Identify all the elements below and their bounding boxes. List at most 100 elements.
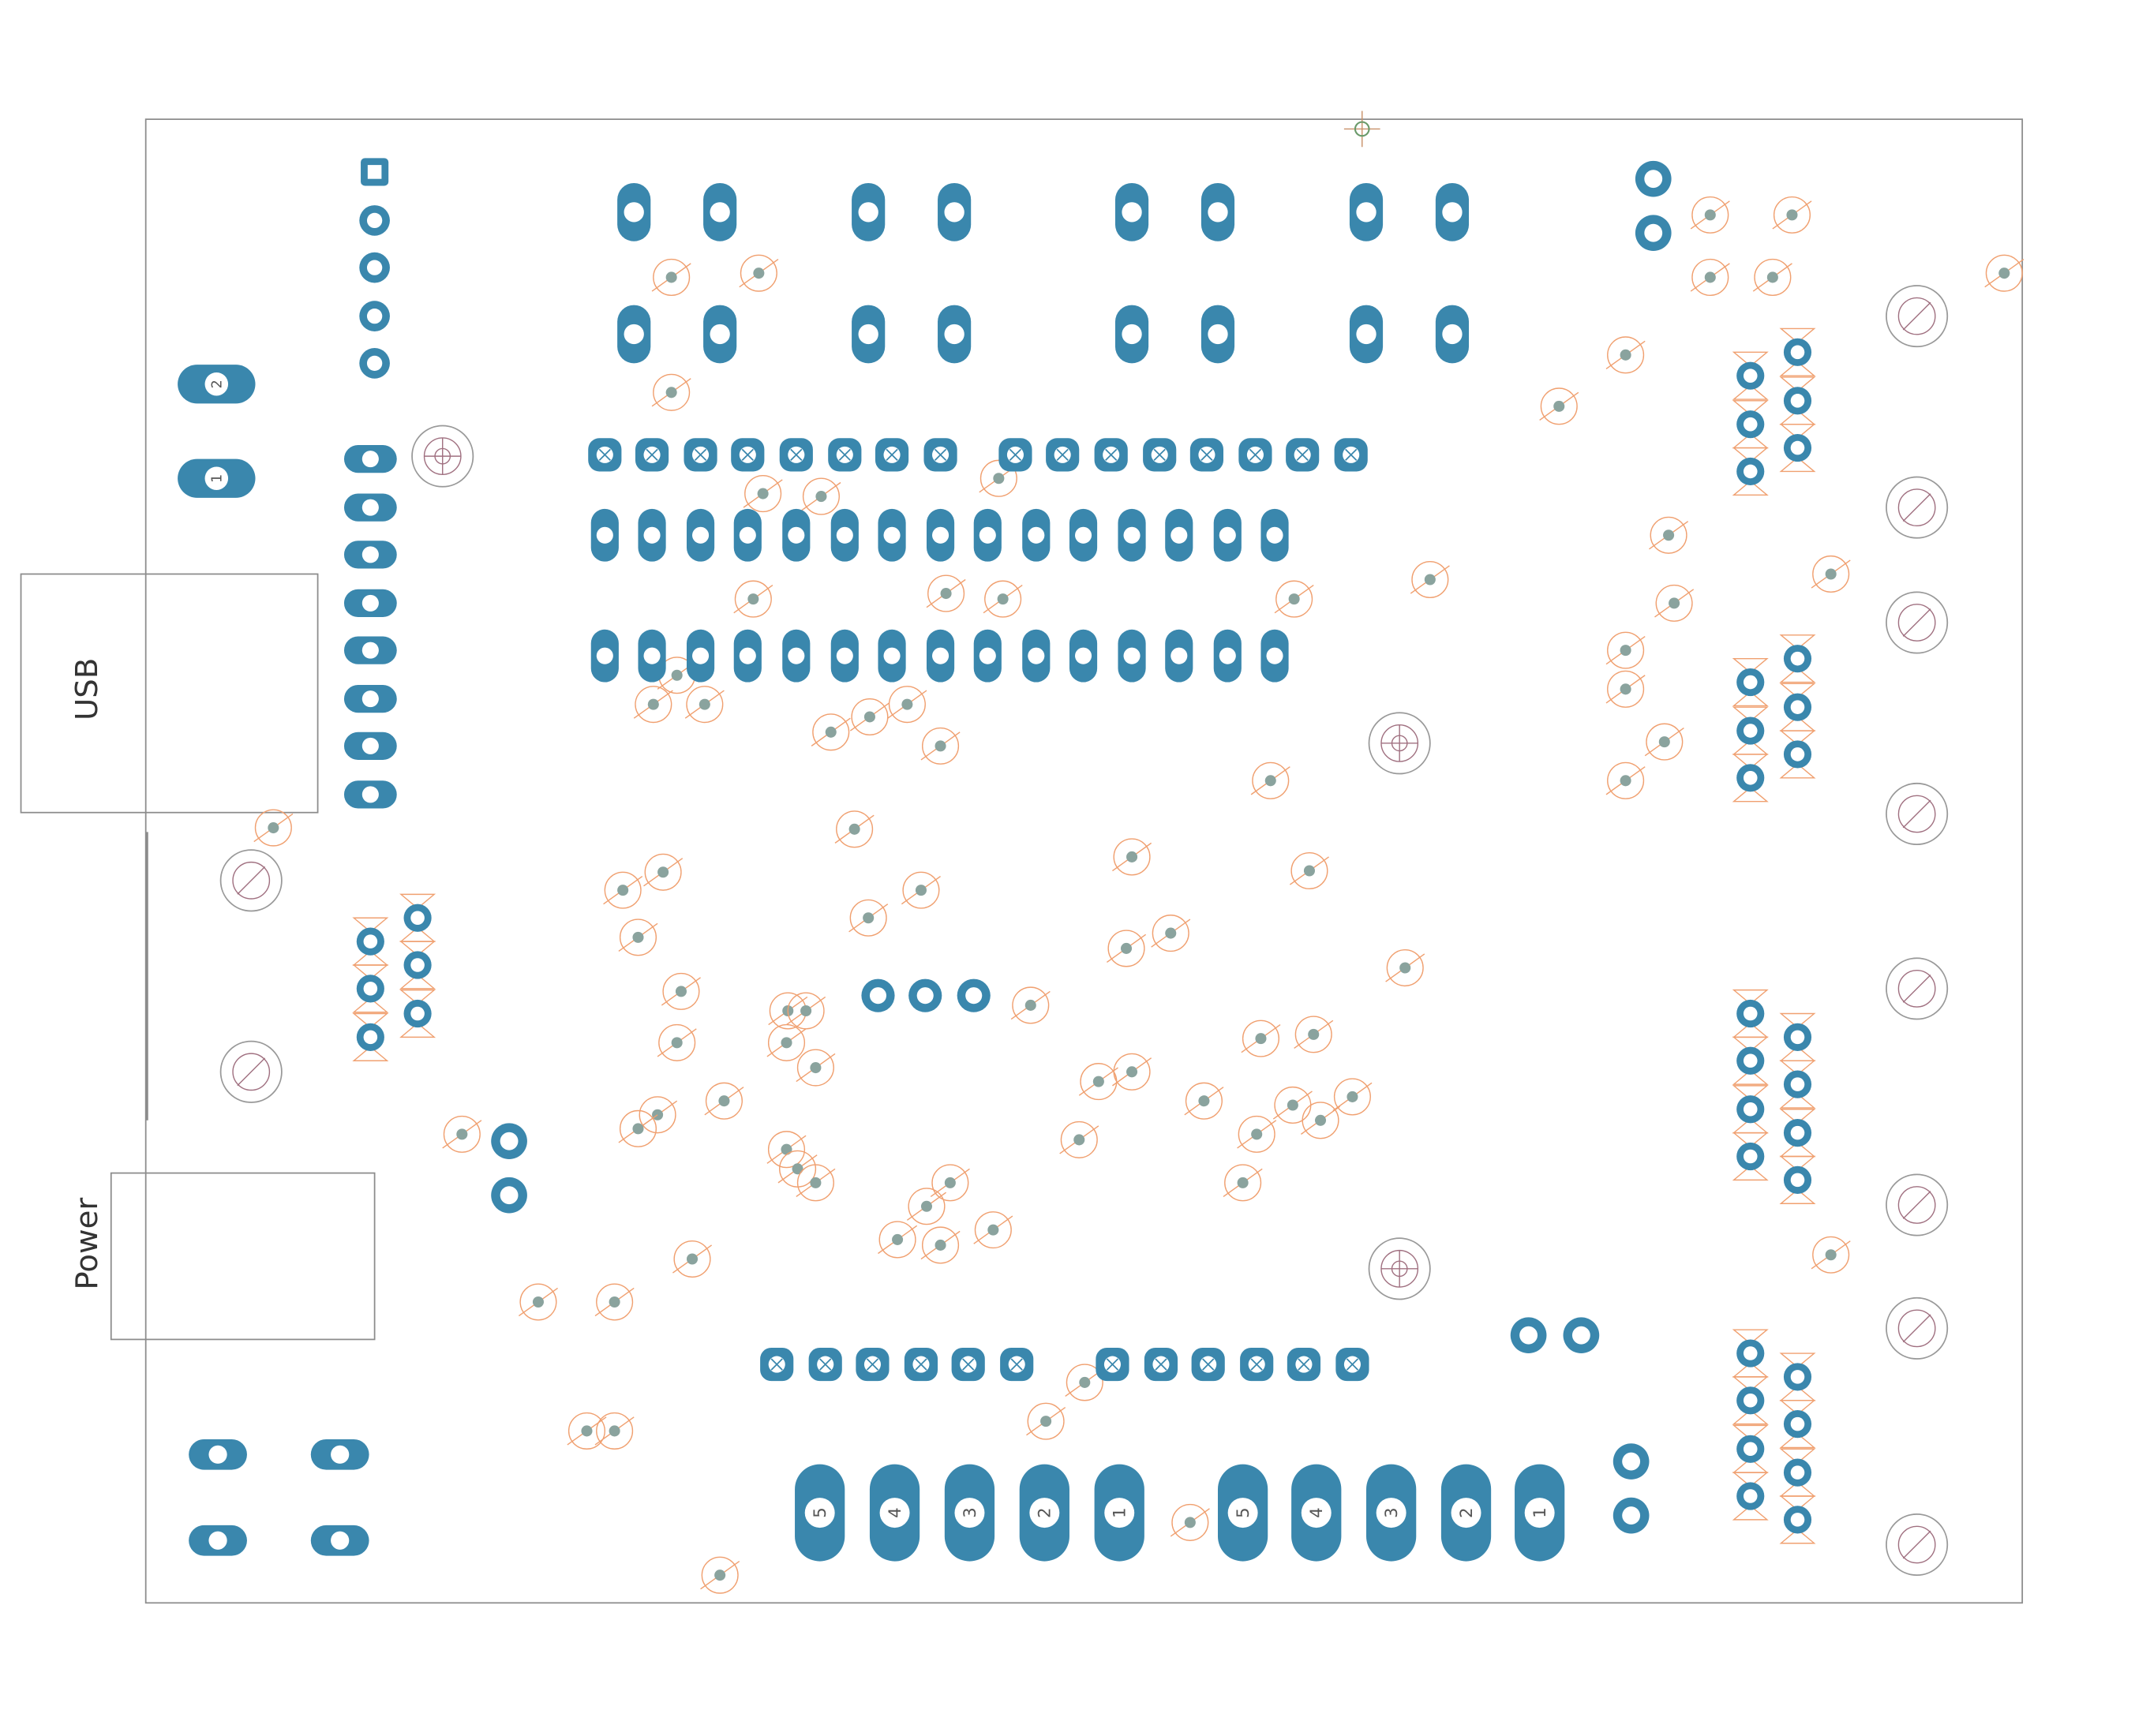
oval-pad [1349,182,1384,241]
via [920,1226,961,1264]
via [1010,986,1051,1024]
oval-pad [1165,629,1193,683]
via [1752,258,1792,296]
via [1151,915,1191,952]
oval-pad [590,629,619,683]
oval-pad [830,508,859,562]
header-pad [808,1347,842,1382]
oval-pad [1069,629,1098,683]
oval-pad [189,1525,247,1556]
oval-pad [686,508,715,562]
header-pad [856,1347,890,1382]
via [878,1221,918,1259]
oval-pad [686,629,715,683]
via [1605,761,1646,799]
header-pad [998,438,1032,472]
mounting-hole [1886,1513,1949,1577]
round-pad [1612,1497,1650,1534]
oval-pad [1349,305,1384,364]
via [849,698,890,736]
oval-pad [1291,1464,1342,1562]
via [672,1240,713,1278]
oval-pad [830,629,859,683]
oval-pad [1217,1464,1268,1562]
trimmer-pad [1779,1353,1816,1401]
trimmer-pad [1732,351,1769,400]
mounting-hole [1886,591,1949,654]
oval-pad [1022,508,1051,562]
via [1250,761,1290,799]
fiducial-marker [1343,110,1380,148]
oval-pad [178,458,256,498]
board-outline [144,118,2024,1604]
round-pad [359,301,390,331]
usb-label: USB [69,658,105,720]
oval-pad [1515,1464,1565,1562]
trimmer-pad [1779,1400,1816,1449]
header-pad [635,438,669,472]
via [253,809,294,847]
oval-pad [1114,305,1149,364]
round-pad [1510,1317,1547,1354]
oval-pad [1019,1464,1069,1562]
mounting-hole [411,425,474,488]
via [518,1283,558,1321]
trimmer-pad [1732,1036,1769,1085]
square-pad [361,158,389,186]
via [700,1556,740,1594]
round-pad [861,978,895,1012]
oval-pad [938,182,972,241]
round-pad [1635,215,1672,252]
header-pad [951,1347,985,1382]
mounting-hole [1368,1237,1431,1300]
pin-number-label: 1 [1110,1507,1129,1517]
header-pad [1334,438,1368,472]
via [796,1049,836,1087]
oval-pad [1200,182,1235,241]
header-pad [1287,1347,1321,1382]
via [1107,930,1147,967]
via [920,727,961,765]
oval-pad [638,629,666,683]
via [1654,584,1695,622]
via [1237,1115,1277,1153]
round-pad [908,978,942,1012]
pin-number-label: 5 [1233,1507,1253,1517]
trimmer-pad [352,1012,389,1061]
mounting-hole [1886,285,1949,348]
power-connector-outline [110,1172,376,1341]
header-pad [731,438,765,472]
via [887,686,927,724]
via [684,686,725,724]
oval-pad [1165,508,1193,562]
header-pad [904,1347,938,1382]
via [651,258,691,296]
via [973,1211,1013,1249]
via [1605,336,1646,374]
via [1644,723,1684,761]
via [1385,948,1425,987]
via [1241,1020,1281,1057]
via [1223,1164,1263,1202]
trimmer-pad [1732,1132,1769,1181]
oval-pad [638,508,666,562]
oval-pad [869,1464,920,1562]
oval-pad [310,1525,369,1556]
via [739,254,779,292]
via [1078,1063,1118,1101]
pin-number-label: 2 [1035,1507,1054,1517]
header-pad [1335,1347,1369,1382]
trimmer-pad [352,964,389,1013]
header-pad [1096,1347,1129,1382]
header-pad [588,438,622,472]
oval-pad [1114,182,1149,241]
via [594,1283,635,1321]
via [657,1023,697,1061]
pin-number-label: 3 [1381,1507,1401,1517]
via [618,1109,658,1147]
oval-pad [703,305,737,364]
oval-pad [1260,629,1289,683]
via [801,477,841,515]
header-pad [779,438,813,472]
